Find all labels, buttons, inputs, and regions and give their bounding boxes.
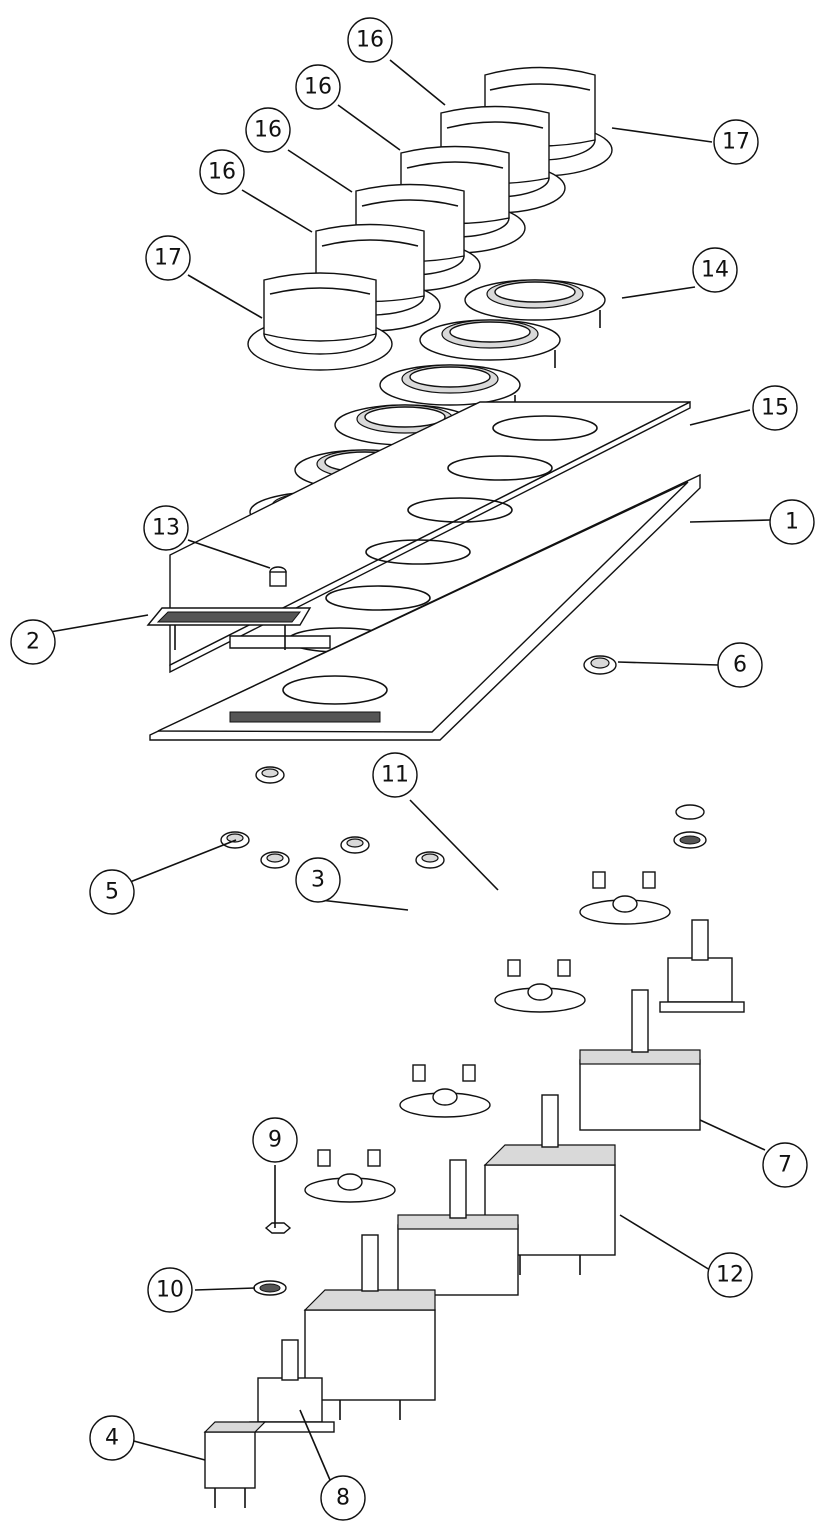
svg-text:12: 12: [716, 1263, 744, 1288]
svg-text:6: 6: [733, 653, 747, 678]
callout-7: 7: [762, 1142, 808, 1188]
svg-text:10: 10: [156, 1278, 184, 1303]
callout-16b: 16: [295, 64, 341, 110]
switch-components: [203, 919, 745, 1508]
svg-text:16: 16: [356, 28, 384, 53]
callout-11: 11: [372, 752, 418, 798]
badge: [146, 607, 312, 650]
clip: [269, 566, 287, 587]
svg-text:7: 7: [778, 1153, 792, 1178]
svg-text:13: 13: [152, 516, 180, 541]
svg-text:16: 16: [254, 118, 282, 143]
callout-17-left: 17: [145, 235, 191, 281]
svg-text:16: 16: [208, 160, 236, 185]
knob: [247, 272, 393, 371]
svg-text:4: 4: [105, 1426, 119, 1451]
svg-text:15: 15: [761, 396, 789, 421]
callouts: 16 16 16 16 17 17 14 15 1 13 2 6 5 11 3 …: [10, 17, 815, 1521]
callout-16d: 16: [199, 149, 245, 195]
front-panel: [149, 473, 701, 741]
callout-16a: 16: [347, 17, 393, 63]
leader-lines: [49, 59, 771, 1481]
mounting-plates: [304, 871, 671, 1203]
knob-row: [247, 66, 613, 371]
svg-text:17: 17: [722, 130, 750, 155]
callout-1: 1: [769, 499, 815, 545]
callout-10: 10: [147, 1267, 193, 1313]
callout-16c: 16: [245, 107, 291, 153]
callout-3: 3: [295, 857, 341, 903]
callout-5: 5: [89, 869, 135, 915]
callout-2: 2: [10, 619, 56, 665]
svg-text:14: 14: [701, 258, 729, 283]
svg-text:1: 1: [785, 510, 799, 535]
callout-14: 14: [692, 247, 738, 293]
svg-text:11: 11: [381, 763, 409, 788]
overlay-plate: [169, 400, 691, 674]
callout-15: 15: [752, 385, 798, 431]
callout-17-right: 17: [713, 119, 759, 165]
nut-washer: [253, 1222, 292, 1296]
svg-text:9: 9: [268, 1128, 282, 1153]
callout-13: 13: [143, 505, 189, 551]
svg-text:17: 17: [154, 246, 182, 271]
svg-text:16: 16: [304, 75, 332, 100]
svg-text:5: 5: [105, 880, 119, 905]
callout-6: 6: [717, 642, 763, 688]
callout-8: 8: [320, 1475, 366, 1521]
svg-text:3: 3: [311, 868, 325, 893]
callout-9: 9: [252, 1117, 298, 1163]
svg-text:8: 8: [336, 1486, 350, 1511]
callout-4: 4: [89, 1415, 135, 1461]
callout-12: 12: [707, 1252, 753, 1298]
svg-text:2: 2: [26, 630, 40, 655]
